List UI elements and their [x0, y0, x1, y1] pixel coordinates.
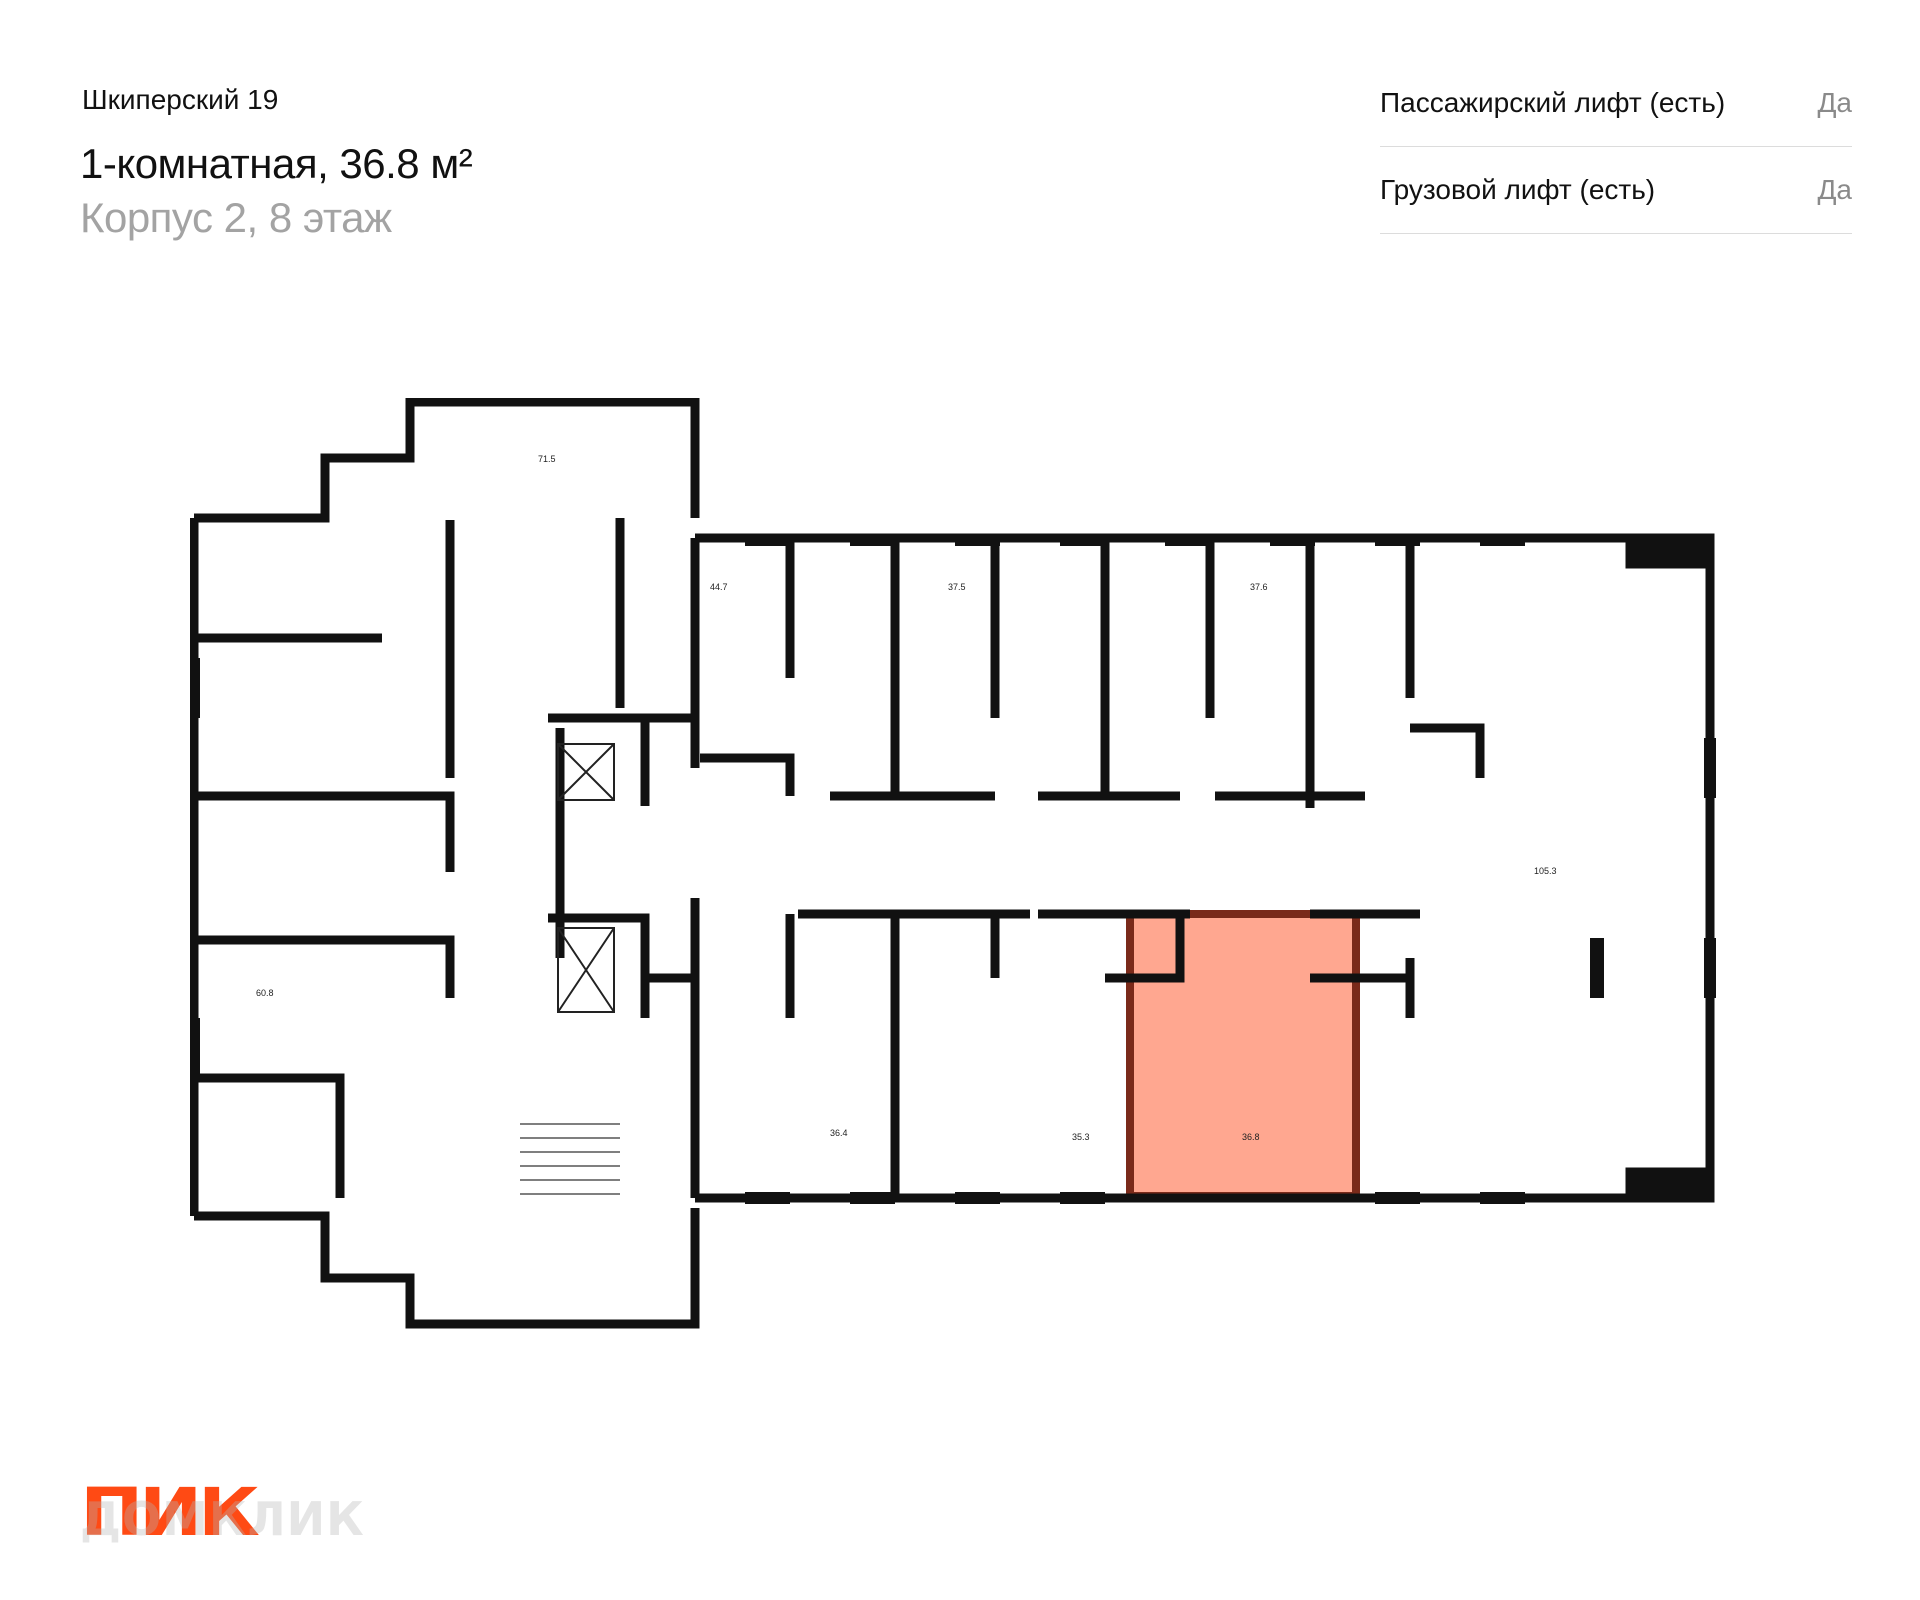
room-area-label: 105.3 [1534, 866, 1557, 876]
room-area-label: 35.3 [1072, 1132, 1090, 1142]
feature-value: Да [1817, 87, 1852, 118]
elevator-shafts [557, 743, 615, 1013]
wall-blocks [190, 534, 1716, 1204]
feature-label: Пассажирский лифт (есть) [1380, 87, 1726, 118]
floor-plan-drawing: 71.5 44.7 37.5 37.6 105.3 60.8 36.4 35.3… [190, 398, 1716, 1329]
stairs [520, 1123, 620, 1195]
brand-logo: ПИК [80, 1474, 260, 1551]
room-area-label: 44.7 [710, 582, 728, 592]
project-name: Шкиперский 19 [82, 84, 279, 115]
room-labels: 71.5 44.7 37.5 37.6 105.3 60.8 36.4 35.3… [256, 454, 1557, 1142]
feature-passenger-lift: Пассажирский лифт (есть) Да [1380, 60, 1852, 147]
room-area-label: 71.5 [538, 454, 556, 464]
floor-plan: 71.5 44.7 37.5 37.6 105.3 60.8 36.4 35.3… [190, 398, 1750, 1358]
logo: ПИК ДОМКЛИК [80, 1474, 364, 1551]
room-area-label: 37.6 [1250, 582, 1268, 592]
apartment-subtitle: Корпус 2, 8 этаж [80, 194, 392, 241]
apartment-highlight[interactable] [1130, 914, 1356, 1196]
feature-label: Грузовой лифт (есть) [1380, 174, 1656, 205]
apartment-title: 1-комнатная, 36.8 м² [80, 140, 473, 187]
feature-value: Да [1817, 174, 1852, 205]
watermark: ДОМКЛИК [80, 1492, 365, 1546]
room-area-label: 36.4 [830, 1128, 848, 1138]
room-area-label: 36.8 [1242, 1132, 1260, 1142]
feature-freight-lift: Грузовой лифт (есть) Да [1380, 147, 1852, 234]
features-list: Пассажирский лифт (есть) Да Грузовой лиф… [1380, 60, 1852, 234]
room-area-label: 37.5 [948, 582, 966, 592]
room-area-label: 60.8 [256, 988, 274, 998]
